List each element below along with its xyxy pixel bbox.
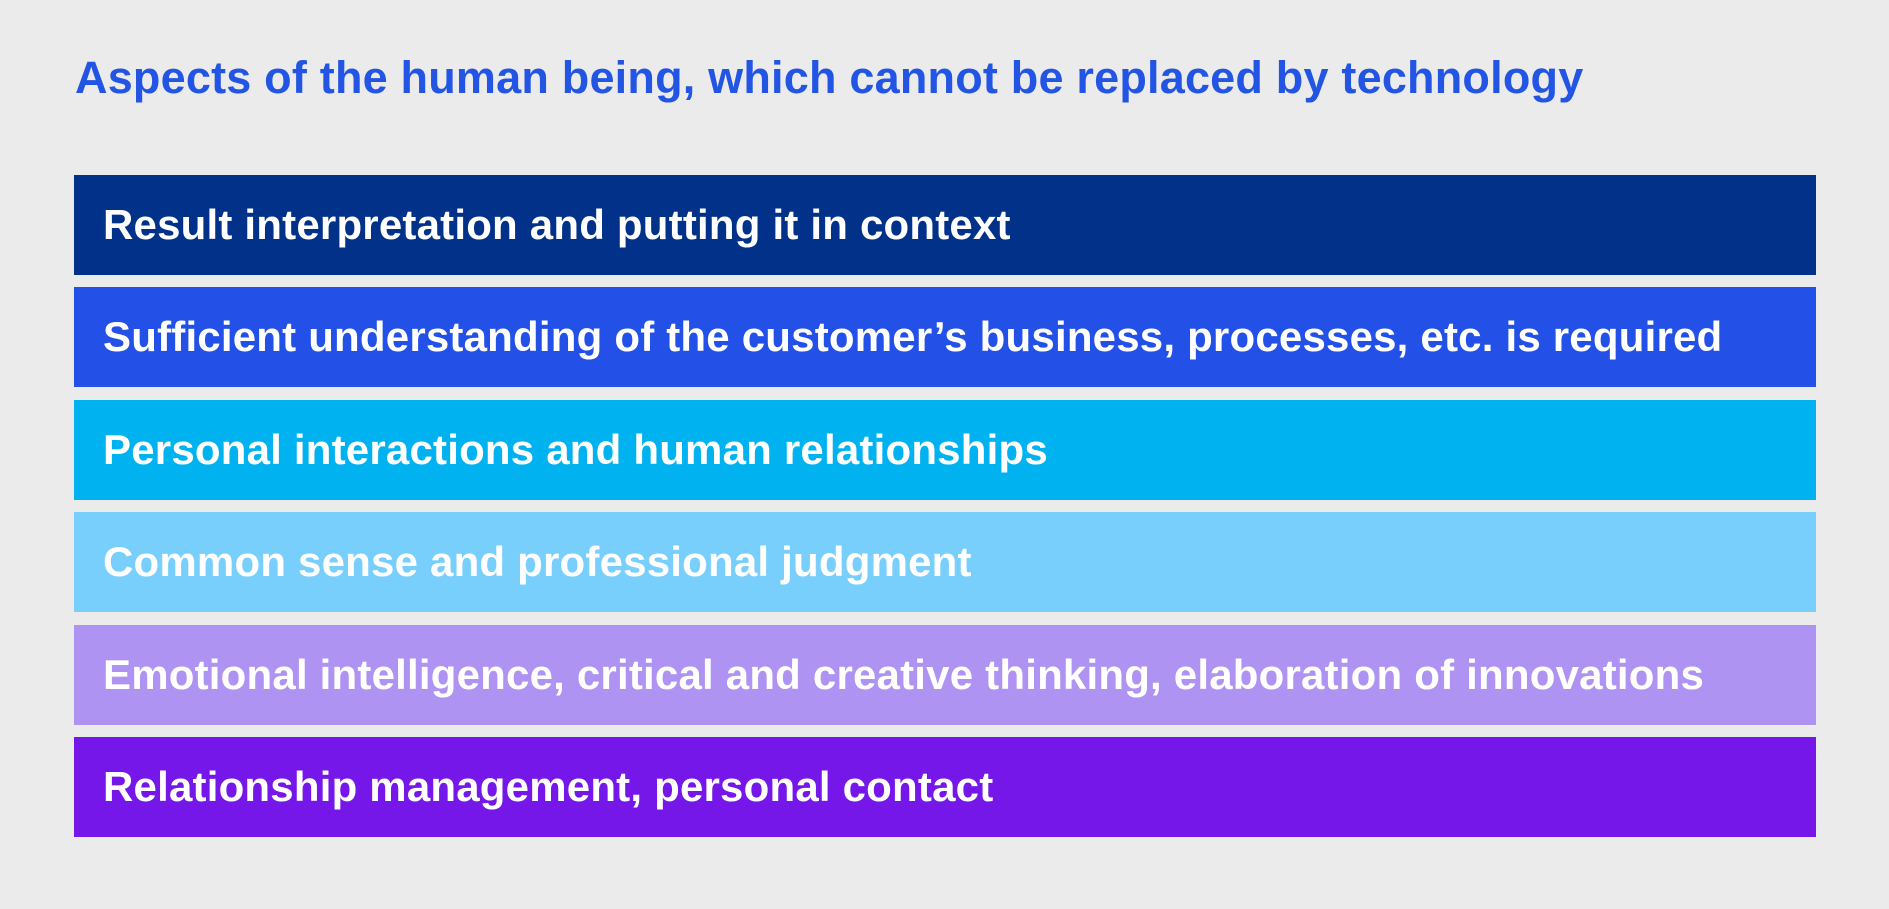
bar-label: Common sense and professional judgment bbox=[103, 538, 972, 586]
slide-title: Aspects of the human being, which cannot… bbox=[75, 52, 1584, 103]
bar-label: Relationship management, personal contac… bbox=[103, 762, 994, 810]
bar-emotional-intelligence: Emotional intelligence, critical and cre… bbox=[74, 624, 1816, 725]
bar-label: Personal interactions and human relation… bbox=[103, 425, 1048, 473]
bar-customer-understanding: Sufficient understanding of the customer… bbox=[74, 287, 1816, 388]
bar-relationship-management: Relationship management, personal contac… bbox=[74, 736, 1816, 837]
bar-label: Result interpretation and putting it in … bbox=[103, 201, 1011, 248]
bar-list: Result interpretation and putting it in … bbox=[74, 175, 1816, 837]
bar-label: Sufficient understanding of the customer… bbox=[103, 313, 1723, 361]
bar-result-interpretation: Result interpretation and putting it in … bbox=[74, 175, 1816, 275]
bar-common-sense: Common sense and professional judgment bbox=[74, 512, 1816, 613]
bar-label: Emotional intelligence, critical and cre… bbox=[103, 650, 1705, 698]
bar-personal-interactions: Personal interactions and human relation… bbox=[74, 399, 1816, 500]
